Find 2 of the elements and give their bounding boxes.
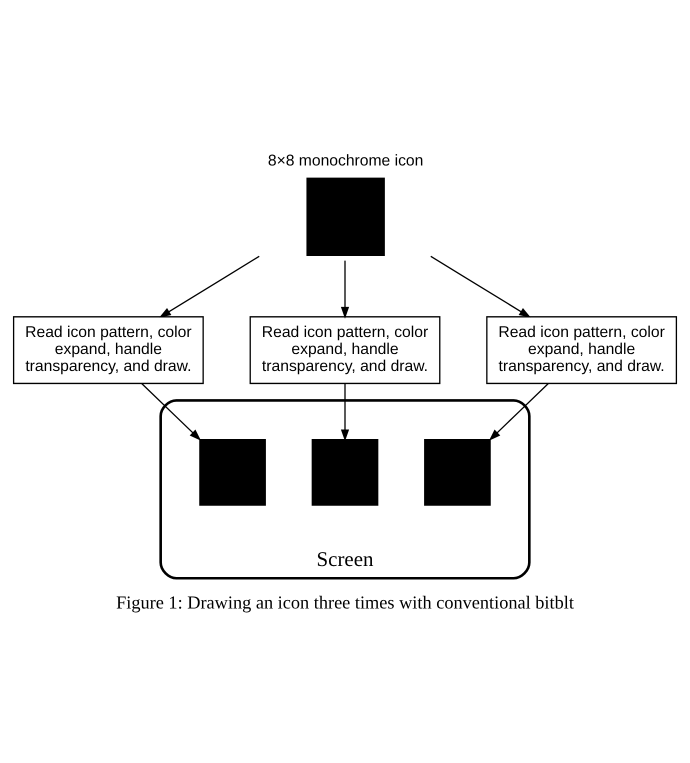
caption: Figure 1: Drawing an icon three times with conventional bitblt <box>116 592 574 613</box>
node-label: 8×8 monochrome icon <box>268 152 424 170</box>
